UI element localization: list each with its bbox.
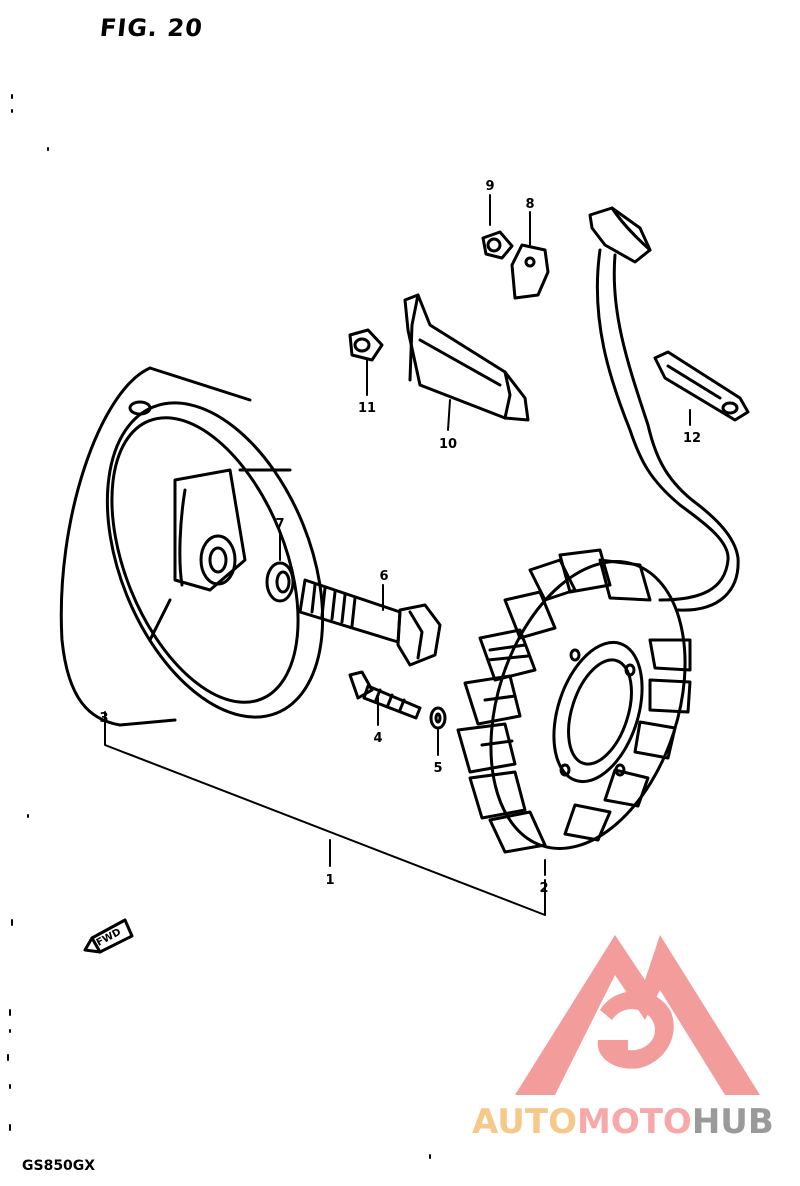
small-screw: [481, 230, 514, 260]
scan-specks: [7, 94, 431, 1159]
stator-screw: [348, 670, 422, 720]
lock-washer: [265, 561, 295, 603]
small-washer: [429, 706, 447, 730]
callout-8: 8: [525, 197, 534, 212]
callout-2: 2: [539, 881, 548, 896]
clamp-plate: [510, 243, 550, 300]
watermark-text: AUTOMOTOHUB: [472, 1102, 774, 1142]
wire-clamp: [653, 350, 750, 422]
stator-lead-wire: [588, 206, 740, 612]
callout-11: 11: [358, 401, 376, 416]
watermark-hub: HUB: [691, 1102, 774, 1142]
watermark-auto: AUTO: [472, 1102, 577, 1142]
callout-5: 5: [433, 761, 442, 776]
callout-7: 7: [275, 517, 284, 532]
callout-3: 3: [99, 711, 108, 726]
callout-9: 9: [485, 179, 494, 194]
wire-guide-plate: [403, 293, 530, 422]
rotor-bolt: [298, 578, 442, 667]
callout-6: 6: [379, 569, 388, 584]
rotor-flywheel: [59, 366, 325, 727]
stator-coil: [456, 548, 692, 854]
automotohub-logo-icon: [515, 935, 760, 1095]
watermark-moto: MOTO: [576, 1102, 692, 1142]
callout-1: 1: [325, 873, 334, 888]
model-code: GS850GX: [22, 1158, 96, 1174]
callout-10: 10: [439, 437, 457, 452]
guide-screw: [348, 328, 384, 362]
forward-arrow-icon: [83, 918, 134, 954]
callout-12: 12: [683, 431, 701, 446]
callout-4: 4: [373, 731, 382, 746]
leader-lines: [104, 194, 691, 916]
